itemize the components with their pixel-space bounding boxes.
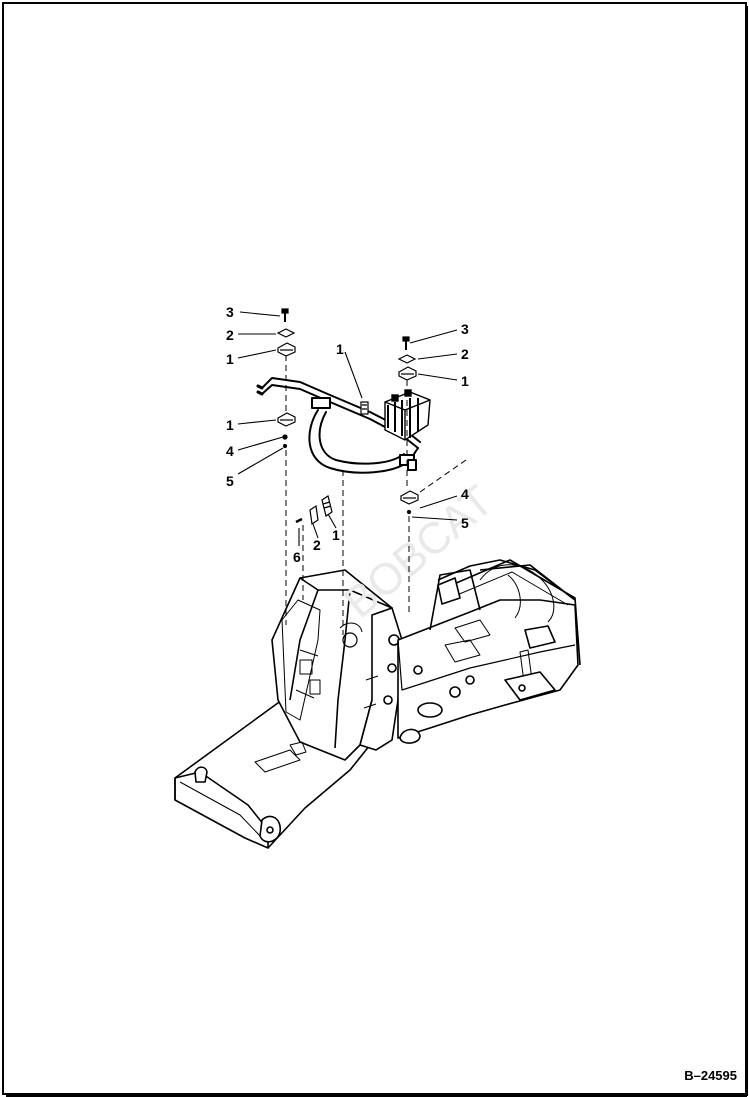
callout-right-mid-4: 4 bbox=[461, 486, 469, 502]
lower-hardware-stack bbox=[295, 495, 333, 526]
watermark: BOBCAT bbox=[335, 476, 503, 628]
callout-left-mid-1: 1 bbox=[226, 417, 234, 433]
callout-right-top-1: 1 bbox=[461, 373, 469, 389]
callout-lower-2: 2 bbox=[313, 537, 321, 553]
alignment-lines bbox=[285, 355, 467, 635]
center-bracket bbox=[360, 401, 369, 415]
right-hardware-stack bbox=[397, 336, 419, 515]
callout-lower-1: 1 bbox=[332, 527, 340, 543]
callout-right-top-2: 2 bbox=[461, 346, 469, 362]
leader-lines bbox=[237, 311, 458, 546]
rear-rails bbox=[439, 559, 581, 666]
main-frame bbox=[174, 559, 581, 849]
callout-left-top-3: 3 bbox=[226, 304, 234, 320]
figure-number: B–24595 bbox=[684, 1068, 737, 1083]
left-hardware-stack bbox=[276, 308, 296, 449]
callout-right-top-3: 3 bbox=[461, 321, 469, 337]
callout-center-1: 1 bbox=[336, 341, 344, 357]
callout-lower-6: 6 bbox=[293, 549, 301, 565]
callout-right-mid-5: 5 bbox=[461, 515, 469, 531]
callout-left-top-1: 1 bbox=[226, 351, 234, 367]
callout-left-top-2: 2 bbox=[226, 327, 234, 343]
hose-loop bbox=[308, 409, 419, 474]
callout-left-mid-5: 5 bbox=[226, 473, 234, 489]
center-frame bbox=[397, 599, 579, 739]
callout-left-mid-4: 4 bbox=[226, 443, 234, 459]
